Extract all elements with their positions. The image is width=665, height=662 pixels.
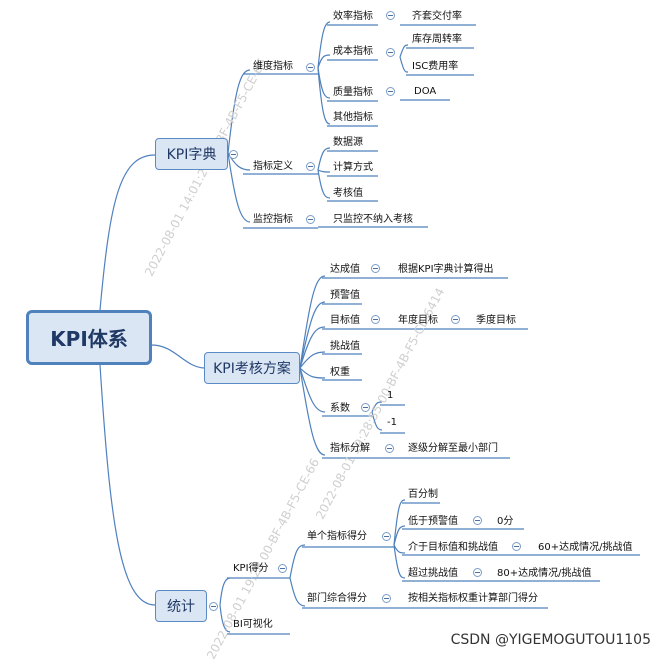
collapse-toggle-icon[interactable] bbox=[371, 264, 380, 273]
collapse-toggle-icon[interactable] bbox=[385, 444, 394, 453]
collapse-toggle-icon[interactable] bbox=[371, 315, 380, 324]
collapse-toggle-icon[interactable] bbox=[209, 602, 218, 611]
node-warning-value[interactable]: 预警值 bbox=[330, 290, 360, 301]
collapse-toggle-icon[interactable] bbox=[278, 564, 287, 573]
node-data-source[interactable]: 数据源 bbox=[333, 137, 363, 148]
collapse-toggle-icon[interactable] bbox=[473, 516, 482, 525]
connector-root-plan bbox=[151, 344, 206, 369]
node-dim-metrics[interactable]: 维度指标 bbox=[253, 61, 293, 72]
node-coefficient[interactable]: 系数 bbox=[330, 403, 350, 414]
node-coef-positive[interactable]: 1 bbox=[387, 390, 394, 401]
node-kpi-plan[interactable]: KPI考核方案 bbox=[204, 352, 300, 384]
node-inventory-turnover[interactable]: 库存周转率 bbox=[412, 34, 462, 45]
node-monitor-metrics[interactable]: 监控指标 bbox=[253, 214, 293, 225]
node-coef-negative[interactable]: -1 bbox=[387, 417, 397, 428]
collapse-toggle-icon[interactable] bbox=[306, 162, 315, 171]
collapse-toggle-icon[interactable] bbox=[306, 63, 315, 72]
node-stats[interactable]: 统计 bbox=[155, 590, 207, 622]
node-between-formula[interactable]: 60+达成情况/挑战值 bbox=[538, 542, 633, 553]
collapse-toggle-icon[interactable] bbox=[451, 315, 460, 324]
node-decompose[interactable]: 指标分解 bbox=[330, 443, 370, 454]
collapse-toggle-icon[interactable] bbox=[386, 48, 395, 57]
node-between-target-challenge[interactable]: 介于目标值和挑战值 bbox=[408, 542, 498, 553]
node-exceed-formula[interactable]: 80+达成情况/挑战值 bbox=[497, 568, 592, 579]
collapse-toggle-icon[interactable] bbox=[229, 150, 238, 159]
node-monitor-note[interactable]: 只监控不纳入考核 bbox=[333, 214, 413, 225]
node-exceed-challenge[interactable]: 超过挑战值 bbox=[408, 568, 458, 579]
node-target-value[interactable]: 目标值 bbox=[330, 315, 360, 326]
node-single-score[interactable]: 单个指标得分 bbox=[307, 531, 367, 542]
node-weight[interactable]: 权重 bbox=[330, 367, 350, 378]
collapse-toggle-icon[interactable] bbox=[382, 532, 391, 541]
node-other-metrics[interactable]: 其他指标 bbox=[333, 112, 373, 123]
node-achieve-value[interactable]: 达成值 bbox=[330, 264, 360, 275]
collapse-toggle-icon[interactable] bbox=[386, 87, 395, 96]
node-assess-value[interactable]: 考核值 bbox=[333, 188, 363, 199]
node-quarter-target[interactable]: 季度目标 bbox=[476, 315, 516, 326]
node-zero-score[interactable]: 0分 bbox=[497, 516, 514, 527]
node-quality[interactable]: 质量指标 bbox=[333, 87, 373, 98]
connector-root-dict bbox=[99, 154, 156, 311]
node-cost[interactable]: 成本指标 bbox=[333, 46, 373, 57]
collapse-toggle-icon[interactable] bbox=[473, 568, 482, 577]
node-achieve-note[interactable]: 根据KPI字典计算得出 bbox=[398, 264, 494, 275]
node-metric-definition[interactable]: 指标定义 bbox=[253, 161, 293, 172]
node-bi-visualization[interactable]: BI可视化 bbox=[233, 619, 273, 630]
node-doa[interactable]: DOA bbox=[414, 86, 437, 97]
source-credit: CSDN @YIGEMOGUTOU1105 bbox=[450, 632, 651, 648]
node-kpi-dict[interactable]: KPI字典 bbox=[155, 138, 228, 170]
connector-root-stats bbox=[99, 364, 156, 606]
node-efficiency[interactable]: 效率指标 bbox=[333, 11, 373, 22]
node-percent-system[interactable]: 百分制 bbox=[408, 489, 438, 500]
collapse-toggle-icon[interactable] bbox=[512, 542, 521, 551]
collapse-toggle-icon[interactable] bbox=[386, 11, 395, 20]
collapse-toggle-icon[interactable] bbox=[361, 403, 370, 412]
node-annual-target[interactable]: 年度目标 bbox=[398, 315, 438, 326]
node-on-time-delivery[interactable]: 齐套交付率 bbox=[412, 11, 462, 22]
node-kpi-score[interactable]: KPI得分 bbox=[233, 563, 269, 574]
node-below-warning[interactable]: 低于预警值 bbox=[408, 516, 458, 527]
root-node[interactable]: KPI体系 bbox=[26, 310, 152, 365]
node-dept-note[interactable]: 按相关指标权重计算部门得分 bbox=[408, 593, 538, 604]
collapse-toggle-icon[interactable] bbox=[306, 215, 315, 224]
node-isc-rate[interactable]: ISC费用率 bbox=[412, 61, 459, 72]
node-calc-method[interactable]: 计算方式 bbox=[333, 162, 373, 173]
node-challenge-value[interactable]: 挑战值 bbox=[330, 341, 360, 352]
node-dept-score[interactable]: 部门综合得分 bbox=[307, 593, 367, 604]
node-decompose-note[interactable]: 逐级分解至最小部门 bbox=[408, 443, 498, 454]
collapse-toggle-icon[interactable] bbox=[382, 594, 391, 603]
